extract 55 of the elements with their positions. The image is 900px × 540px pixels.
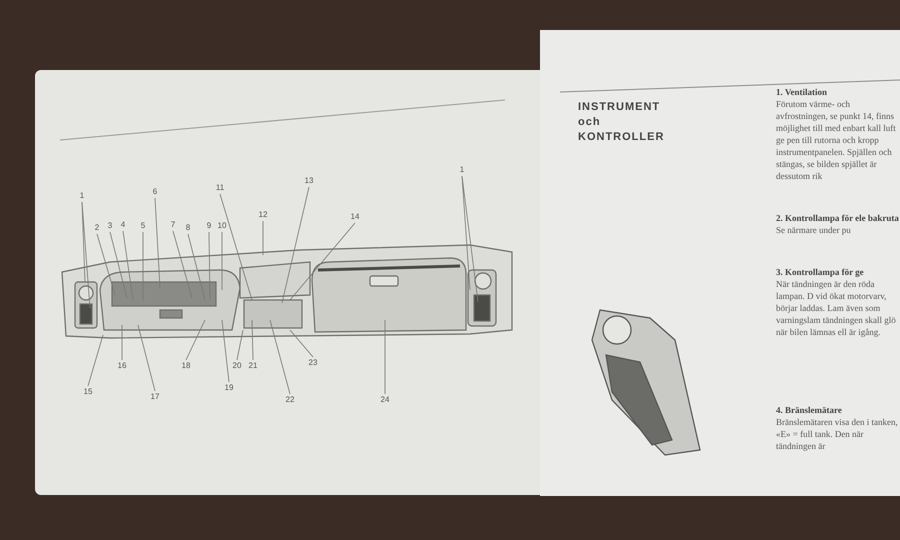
leader-line [110, 232, 128, 298]
callout-number: 12 [258, 211, 268, 219]
manual-paragraph: 2. Kontrollampa för ele bakruta Se närmare under pu [776, 212, 900, 236]
leader-line [88, 334, 104, 386]
manual-paragraph: 3. Kontrollampa för ge När tändningen är den röda lampan. D vid ökat motorvarv, börjar laddas. Lam även som varningslam tändningen skall glö när bilen lämnas ell är igång. [776, 266, 897, 338]
callout-number: 18 [182, 362, 190, 370]
callout-number: 16 [118, 362, 126, 370]
leader-line [236, 330, 244, 360]
callout-number: 15 [84, 388, 92, 396]
callout-number: 4 [120, 221, 126, 229]
leader-line [82, 202, 90, 308]
leader-line [270, 320, 290, 394]
leader-line [290, 330, 314, 358]
leader-line [188, 234, 206, 300]
callout-number: 24 [380, 396, 390, 404]
callout-number: 10 [218, 222, 226, 230]
leader-line [208, 232, 210, 300]
callout-number: 3 [108, 222, 112, 230]
callout-number: 7 [170, 221, 176, 229]
leader-line [96, 234, 116, 296]
callout-number: 14 [350, 213, 360, 221]
callout-number: 22 [286, 396, 294, 404]
leader-line [262, 220, 264, 256]
manual-paragraph: 4. Bränslemätare Bränslemätaren visa den i tanken, «E» = full tank. Den när tändningen är [776, 404, 899, 452]
leader-line [384, 320, 386, 394]
callout-number: 2 [94, 224, 100, 232]
leader-line [252, 320, 254, 360]
callout-number: 11 [216, 184, 224, 192]
leader-line [186, 320, 206, 360]
callout-number: 8 [186, 224, 190, 232]
callout-number: 13 [304, 177, 314, 185]
callout-number: 17 [150, 393, 160, 401]
leader-line [142, 232, 144, 300]
manual-paragraph: 1. Ventilation Förutom värme- och avfrostningen, se punkt 14, finns möjlighet till med enbart kall luft ge pen till rutorna och kropp instrumentpanelen. Spjällen och stängas, se bilden spjället är dessutom rik [776, 86, 897, 182]
callout-number: 21 [248, 362, 258, 370]
leader-line [222, 320, 230, 382]
leader-line [138, 324, 156, 392]
callout-number: 19 [224, 384, 234, 392]
callout-number: 23 [308, 359, 318, 367]
leader-line [462, 176, 470, 290]
callout-number: 1 [80, 192, 84, 200]
callout-number: 6 [152, 188, 158, 196]
leader-line [172, 230, 192, 298]
leader-line [122, 230, 134, 300]
callout-number: 1 [460, 166, 464, 174]
callout-number: 9 [206, 222, 212, 230]
leader-line [462, 176, 478, 302]
callout-number: 5 [140, 222, 146, 230]
callout-number: 20 [232, 362, 242, 370]
leader-line [282, 186, 310, 304]
leader-line [82, 202, 86, 282]
leader-line [220, 194, 252, 300]
leader-line [154, 198, 160, 288]
leader-line [290, 222, 356, 300]
page-heading: INSTRUMENT och KONTROLLER [578, 100, 666, 145]
